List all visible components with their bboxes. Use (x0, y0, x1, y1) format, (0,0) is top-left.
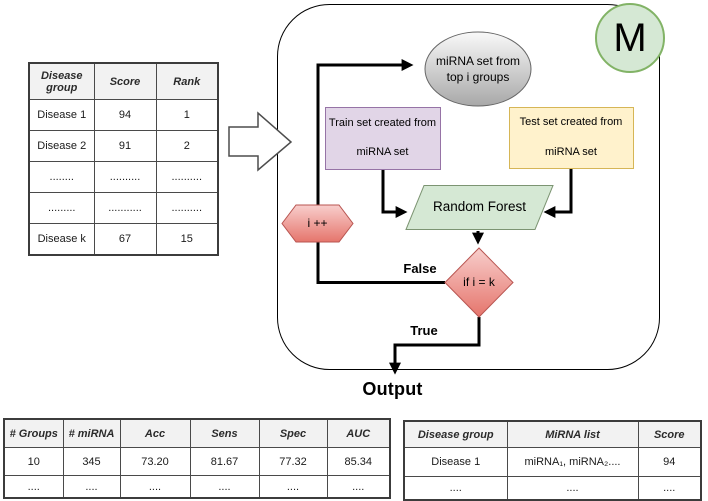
increment-hexagon (281, 204, 354, 243)
cell: 77.32 (258, 447, 328, 476)
condition-diamond (444, 247, 514, 318)
table-header-row: Disease group Score Rank (28, 62, 219, 100)
cell: 2 (155, 130, 219, 162)
random-forest-shape (405, 185, 554, 230)
cell: 85.34 (326, 447, 391, 476)
cell: .......... (93, 161, 157, 193)
random-forest-label: Random Forest (432, 199, 527, 215)
cell: .... (637, 476, 702, 501)
results-table: Disease group MiRNA list Score Disease 1… (403, 420, 702, 501)
cell: .... (3, 475, 64, 499)
cell: .... (119, 475, 191, 499)
cell: .... (326, 475, 391, 499)
cell: ........ (28, 161, 95, 193)
cell: .... (62, 475, 121, 499)
mirna-set-label: miRNA set from top i groups (435, 53, 520, 84)
cell: .......... (155, 161, 219, 193)
cell: Disease k (28, 223, 95, 256)
cell: Disease 1 (403, 447, 508, 477)
table-header-row: # Groups # miRNA Acc Sens Spec AUC (3, 418, 391, 448)
table-row: ........ .......... .......... (28, 161, 219, 193)
cell: 1 (155, 99, 219, 131)
header-cell: MiRNA list (506, 420, 639, 448)
mirna-set-ellipse (424, 31, 532, 107)
train-set-label: Train set created from miRNA set (328, 116, 437, 159)
header-cell: Spec (258, 418, 328, 448)
rank-table: Disease group Score Rank Disease 1 94 1 … (28, 62, 219, 256)
table-row: .... .... .... (403, 476, 702, 501)
condition-label: if i = k (463, 275, 495, 290)
header-cell: # Groups (3, 418, 64, 448)
header-cell: Acc (119, 418, 191, 448)
false-label: False (403, 261, 437, 277)
header-cell: Score (637, 420, 702, 448)
cell: 10 (3, 447, 64, 476)
cell: ......... (28, 192, 95, 224)
table-row: .... .... .... .... .... .... (3, 475, 391, 499)
output-title: Output (362, 378, 423, 399)
cell: Disease 2 (28, 130, 95, 162)
input-block-arrow (228, 111, 293, 172)
true-label: True (410, 323, 438, 339)
cell: miRNA₁, miRNA₂.... (506, 447, 639, 477)
header-cell: Disease group (403, 420, 508, 448)
table-row: 10 345 73.20 81.67 77.32 85.34 (3, 447, 391, 476)
metrics-table: # Groups # miRNA Acc Sens Spec AUC 10 34… (3, 418, 391, 499)
table-row: Disease 1 miRNA₁, miRNA₂.... 94 (403, 447, 702, 477)
cell: .... (506, 476, 639, 501)
increment-label: i ++ (307, 216, 328, 231)
table-row: Disease k 67 15 (28, 223, 219, 256)
connector-test-to-forest (543, 169, 573, 218)
header-cell: Disease group (28, 62, 95, 100)
connector-true-to-output (389, 317, 481, 375)
cell: Disease 1 (28, 99, 95, 131)
header-cell: Rank (155, 62, 219, 100)
table-row: ......... ........... .......... (28, 192, 219, 224)
cell: 67 (93, 223, 157, 256)
connector-train-to-forest (381, 170, 408, 218)
cell: .... (258, 475, 328, 499)
header-cell: Sens (189, 418, 260, 448)
m-badge-circle (595, 3, 665, 73)
cell: 15 (155, 223, 219, 256)
cell: 94 (637, 447, 702, 477)
header-cell: Score (93, 62, 157, 100)
table-row: Disease 1 94 1 (28, 99, 219, 131)
cell: .......... (155, 192, 219, 224)
table-row: Disease 2 91 2 (28, 130, 219, 162)
cell: 91 (93, 130, 157, 162)
test-set-box (509, 107, 634, 169)
cell: 81.67 (189, 447, 260, 476)
test-set-label: Test set created from miRNA set (519, 116, 623, 158)
cell: .... (403, 476, 508, 501)
m-badge-label: M (613, 16, 647, 60)
cell: 345 (62, 447, 121, 476)
cell: 94 (93, 99, 157, 131)
header-cell: AUC (326, 418, 391, 448)
train-set-box (325, 107, 441, 170)
cell: ........... (93, 192, 157, 224)
table-header-row: Disease group MiRNA list Score (403, 420, 702, 448)
cell: .... (189, 475, 260, 499)
connector-false-loop (316, 59, 445, 284)
header-cell: # miRNA (62, 418, 121, 448)
cell: 73.20 (119, 447, 191, 476)
